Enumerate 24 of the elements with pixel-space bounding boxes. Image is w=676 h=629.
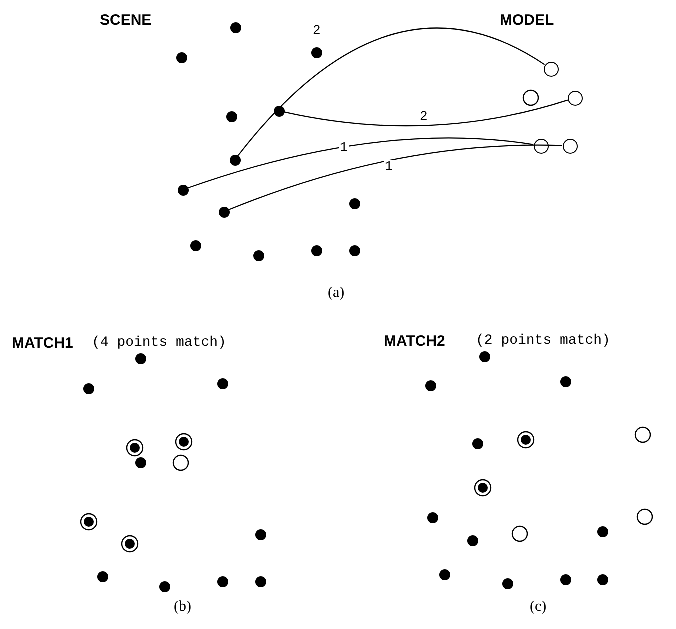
edge-label: 1: [339, 141, 349, 154]
scene-point: [218, 206, 230, 218]
panel-caption: (b): [174, 600, 192, 615]
panel-heading: MATCH2: [384, 334, 446, 349]
model-point: [544, 62, 558, 76]
model-point: [568, 90, 582, 106]
panel-caption: (a): [328, 286, 345, 301]
panel-caption: (c): [530, 600, 547, 615]
match-note: (4 points match): [92, 336, 226, 350]
edge-label: 2: [312, 24, 322, 37]
panel-heading: MATCH1: [12, 336, 74, 351]
model-point: [534, 138, 548, 154]
scene-point: [230, 154, 240, 166]
match-note: (2 points match): [476, 334, 610, 348]
panel-heading: SCENE: [100, 13, 152, 28]
match-curve: [238, 28, 546, 156]
edge-label: 2: [419, 110, 429, 123]
scene-point: [274, 106, 284, 116]
scene-point: [178, 184, 188, 196]
match-curve: [188, 138, 534, 189]
match-curve: [284, 100, 568, 127]
panel-heading: MODEL: [500, 13, 554, 28]
edge-label: 1: [384, 160, 394, 173]
model-point: [562, 138, 578, 154]
